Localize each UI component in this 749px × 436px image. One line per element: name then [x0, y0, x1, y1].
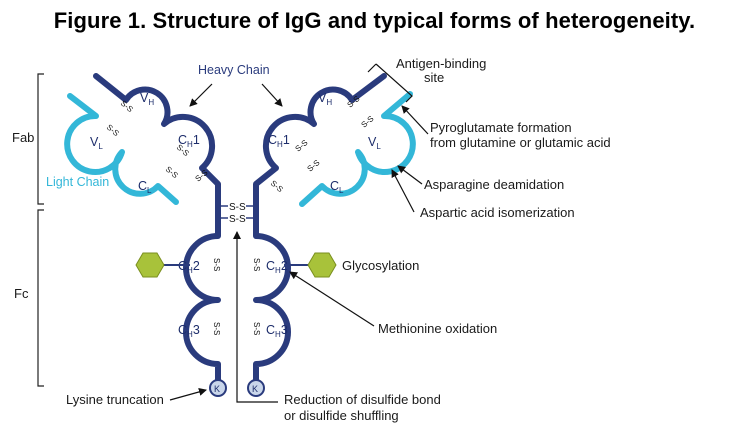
heavy-chain-arrow-left [189, 83, 213, 107]
antigen-binding-label-2: site [424, 70, 444, 85]
lysine-left-icon: K [209, 379, 227, 397]
heavy-chain-label: Heavy Chain [198, 63, 270, 77]
reduction-arrow [233, 231, 278, 403]
svg-text:K: K [214, 384, 220, 394]
svg-text:S-S: S-S [252, 258, 261, 271]
svg-text:S-S: S-S [269, 179, 285, 194]
antigen-binding-bracket [367, 63, 413, 103]
ch3-left-label: CH3 [178, 323, 200, 339]
svg-text:K: K [252, 384, 258, 394]
lysine-truncation-arrow [169, 388, 207, 401]
lysine-right-icon: K [247, 379, 265, 397]
vh-left-label: VH [140, 91, 154, 107]
figure-title: Figure 1. Structure of IgG and typical f… [53, 8, 696, 33]
deamidation-label: Asparagine deamidation [424, 177, 564, 192]
hinge-ss-1: S-S [229, 202, 246, 213]
reduction-label-1: Reduction of disulfide bond [284, 392, 441, 407]
glycosylation-label: Glycosylation [342, 258, 419, 273]
isomerization-arrow [391, 169, 415, 213]
glycan-left-icon [135, 252, 190, 278]
light-chain-left [64, 93, 179, 205]
svg-text:S-S: S-S [294, 138, 310, 153]
fab-label: Fab [12, 130, 34, 145]
fc-label: Fc [14, 286, 29, 301]
svg-text:S-S: S-S [306, 158, 322, 173]
svg-text:S-S: S-S [212, 322, 221, 335]
hinge-disulfides: S-S S-S [221, 202, 253, 225]
light-chain-right [299, 91, 416, 207]
light-chain-label: Light Chain [46, 175, 109, 189]
ch3-right-label: CH3 [266, 323, 288, 339]
deamidation-arrow [397, 165, 423, 185]
vl-left-label: VL [90, 135, 103, 151]
methionine-arrow [289, 271, 375, 327]
pyroglutamate-label-2: from glutamine or glutamic acid [430, 135, 611, 150]
vh-right-label: VH [318, 91, 332, 107]
reduction-label-2: or disulfide shuffling [284, 408, 399, 423]
isomerization-label: Aspartic acid isomerization [420, 205, 575, 220]
vl-right-label: VL [368, 135, 381, 151]
svg-text:S-S: S-S [119, 99, 135, 114]
methionine-label: Methionine oxidation [378, 321, 497, 336]
heavy-chain-arrow-right [261, 83, 283, 107]
glycan-right-icon [284, 252, 337, 278]
cl-left-label: CL [138, 179, 152, 195]
svg-text:S-S: S-S [212, 258, 221, 271]
svg-text:S-S: S-S [252, 322, 261, 335]
pyroglutamate-arrow [401, 105, 429, 135]
heavy-chain-left [93, 73, 221, 385]
hinge-ss-2: S-S [229, 214, 246, 225]
ch1-right-label: CH1 [268, 133, 290, 149]
ch1-left-label: CH1 [178, 133, 200, 149]
antigen-binding-label-1: Antigen-binding [396, 56, 486, 71]
svg-text:S-S: S-S [164, 165, 180, 180]
region-brackets [37, 73, 44, 387]
ch2-right-label: CH2 [266, 259, 288, 275]
pyroglutamate-label-1: Pyroglutamate formation [430, 120, 572, 135]
svg-text:S-S: S-S [360, 114, 376, 129]
lysine-truncation-label: Lysine truncation [66, 392, 164, 407]
svg-text:S-S: S-S [105, 123, 121, 138]
cl-right-label: CL [330, 179, 344, 195]
heavy-chain-right [253, 73, 387, 385]
